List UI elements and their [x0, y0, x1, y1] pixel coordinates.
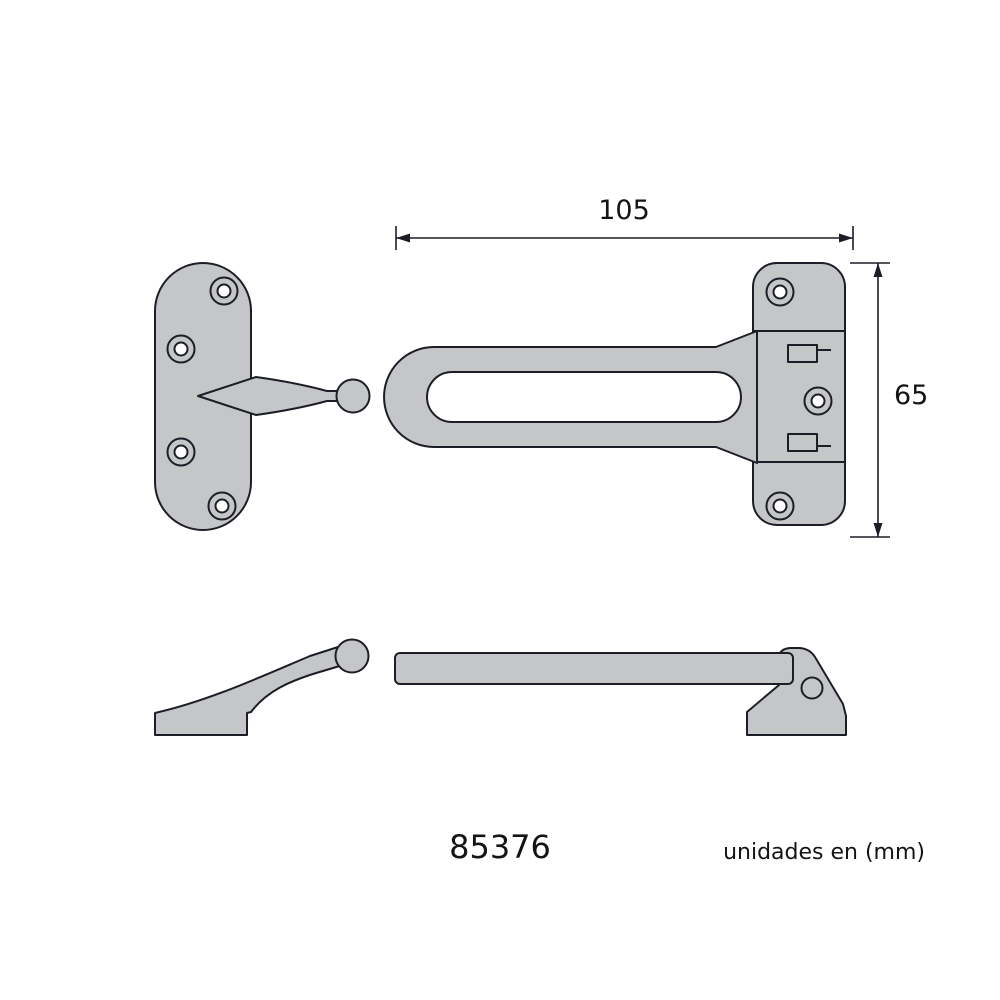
swing-arm-slot	[426, 371, 742, 423]
arrowhead-right-icon	[839, 233, 853, 243]
height-dimension-label: 65	[894, 380, 928, 411]
units-note: unidades en (mm)	[723, 840, 925, 865]
bracket-pivot-hole	[800, 676, 824, 700]
side-view-keeper	[154, 638, 370, 736]
hinge-knuckle-bottom	[787, 433, 818, 452]
arrowhead-up-icon	[873, 263, 883, 277]
keeper-screw-hole	[207, 491, 237, 521]
keeper-screw-hole	[209, 276, 239, 306]
hinge-screw-hole	[765, 491, 795, 521]
width-dimension-label: 105	[598, 195, 650, 226]
side-view-guard-arm	[394, 647, 847, 736]
arrowhead-left-icon	[396, 233, 410, 243]
keeper-side-ball	[334, 638, 370, 674]
arrowhead-down-icon	[873, 523, 883, 537]
hinge-screw-hole	[765, 277, 795, 307]
keeper-screw-hole	[166, 437, 196, 467]
hinge-plate-body	[752, 262, 846, 526]
dimension-height: 65	[850, 262, 928, 538]
front-view-guard-assembly	[383, 262, 846, 526]
keeper-screw-hole	[166, 334, 196, 364]
dimension-width: 105	[395, 195, 854, 250]
arm-side-bar	[394, 652, 794, 685]
keeper-side-profile	[154, 646, 344, 736]
keeper-knob-ball	[335, 378, 371, 414]
product-code: 85376	[449, 828, 551, 866]
hinge-knuckle-top	[787, 344, 818, 363]
front-view-keeper-plate	[154, 262, 371, 531]
hinge-screw-hole	[803, 386, 833, 416]
